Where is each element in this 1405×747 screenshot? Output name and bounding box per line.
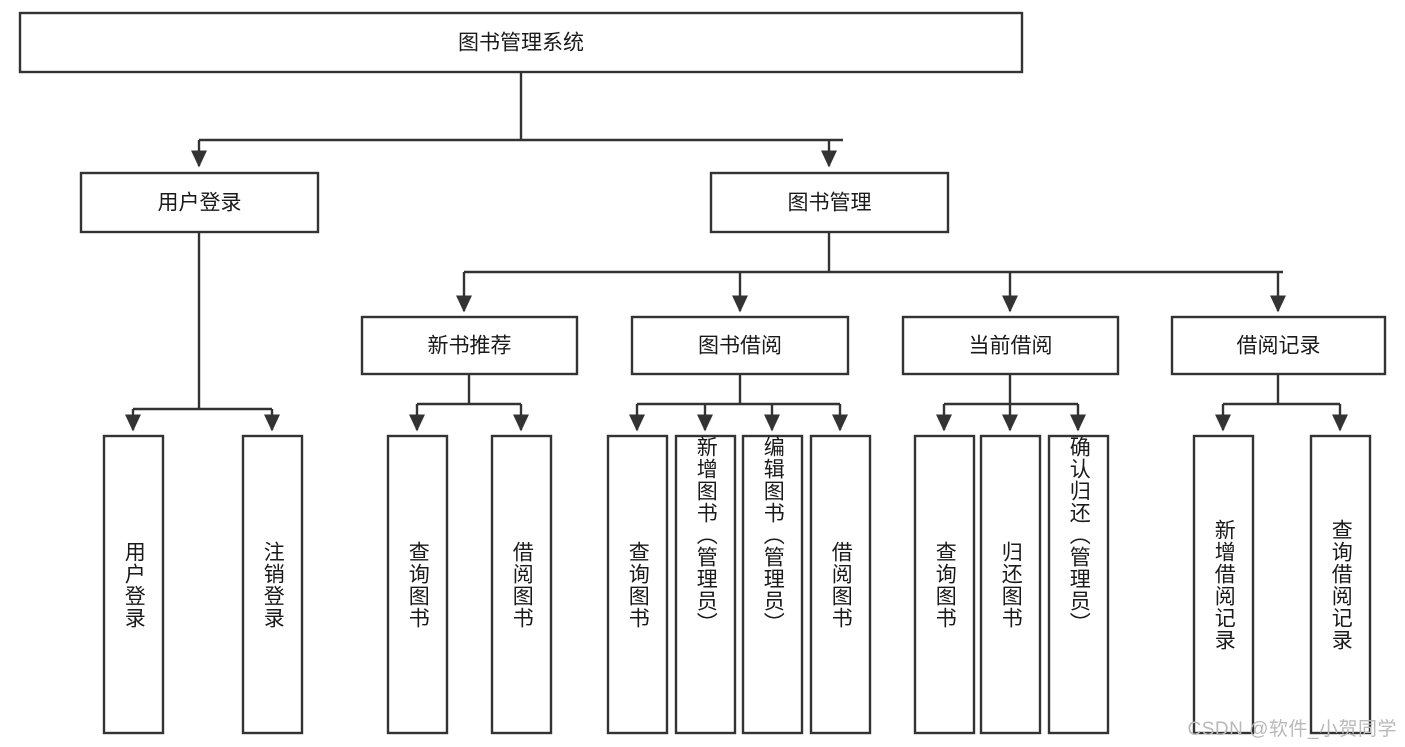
node-book-manage[interactable]: [709, 171, 950, 234]
leaf-box-query-record[interactable]: [1309, 434, 1372, 735]
csdn-watermark: CSDN @软件_小贺同学: [1187, 719, 1397, 740]
leaf-box-add-book[interactable]: [674, 434, 737, 735]
node-new-book-rec[interactable]: [360, 315, 579, 376]
leaf-box-user-login[interactable]: [102, 434, 165, 735]
leaf-box-borrow-book-2[interactable]: [809, 434, 872, 735]
node-user-login[interactable]: [79, 171, 320, 234]
connector-currentborrow-to-leaves: [935, 374, 1087, 432]
connector-bookborrow-to-leaves: [628, 374, 849, 432]
node-current-borrow-label: 当前借阅: [969, 335, 1053, 358]
leaf-box-add-record[interactable]: [1192, 434, 1255, 735]
connector-userlogin-to-leaves: [124, 232, 281, 432]
node-root[interactable]: [18, 11, 1024, 74]
node-book-borrow[interactable]: [630, 315, 850, 376]
node-borrow-record[interactable]: [1170, 315, 1387, 376]
node-book-borrow-label: 图书借阅: [698, 335, 782, 358]
leaf-box-query-book-2[interactable]: [606, 434, 669, 735]
leaf-box-confirm-return[interactable]: [1047, 434, 1110, 735]
connector-bookmanage-to-level2: [455, 232, 1287, 313]
node-book-manage-label: 图书管理: [788, 192, 872, 215]
leaf-box-edit-book[interactable]: [741, 434, 804, 735]
leaf-box-query-book-3[interactable]: [913, 434, 976, 735]
leaf-box-query-book-1[interactable]: [386, 434, 449, 735]
leaf-box-return-book[interactable]: [979, 434, 1042, 735]
leaf-box-borrow-book-1[interactable]: [490, 434, 553, 735]
connector-newbook-to-leaves: [408, 374, 530, 432]
connector-root-to-level1: [190, 72, 843, 168]
node-current-borrow[interactable]: [901, 315, 1120, 376]
node-user-login-label: 用户登录: [158, 192, 242, 215]
node-new-book-rec-label: 新书推荐: [428, 335, 512, 358]
connector-borrowrecord-to-leaves: [1214, 374, 1349, 432]
node-root-label: 图书管理系统: [458, 32, 584, 55]
leaf-box-user-logout[interactable]: [241, 434, 304, 735]
node-borrow-record-label: 借阅记录: [1237, 335, 1321, 358]
